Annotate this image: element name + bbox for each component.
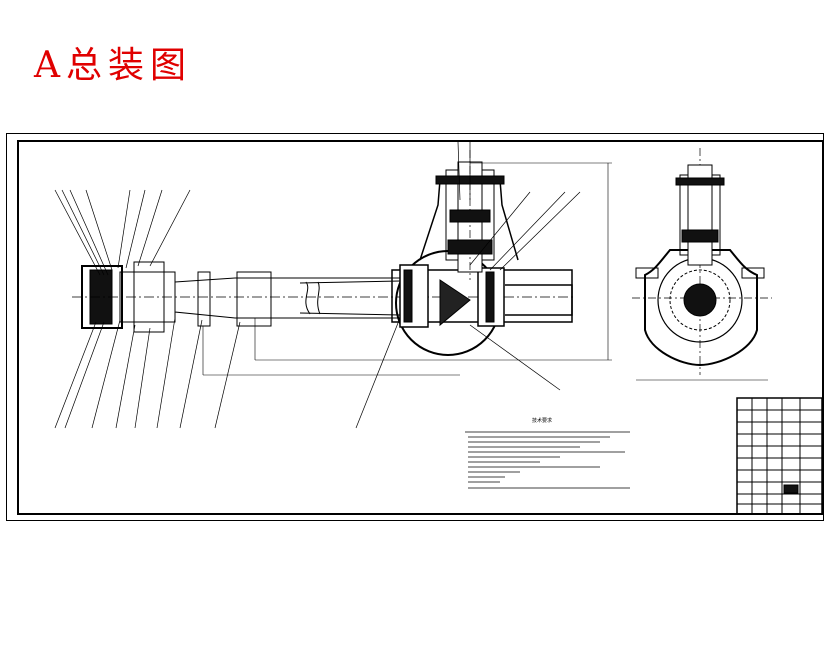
technical-notes-title: 技术要求 — [532, 418, 553, 424]
axle-housing-cross-section — [632, 148, 772, 381]
title-block — [736, 397, 823, 515]
technical-notes-block — [465, 431, 630, 489]
page-title: A总装图 — [34, 45, 192, 86]
axle-housing-side-view — [54, 141, 612, 429]
drawing-frame — [17, 140, 824, 515]
